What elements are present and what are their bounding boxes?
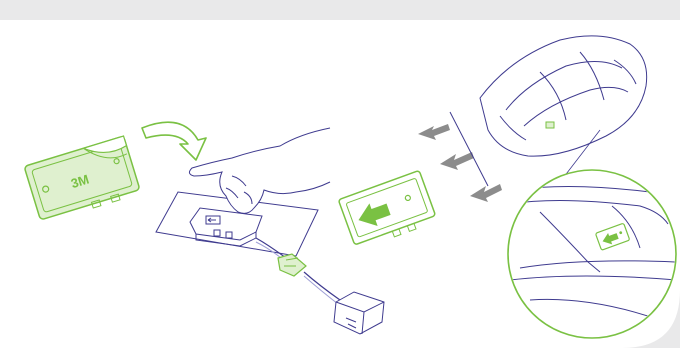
tag-on-windshield	[546, 122, 554, 128]
zoom-circle	[508, 170, 676, 338]
